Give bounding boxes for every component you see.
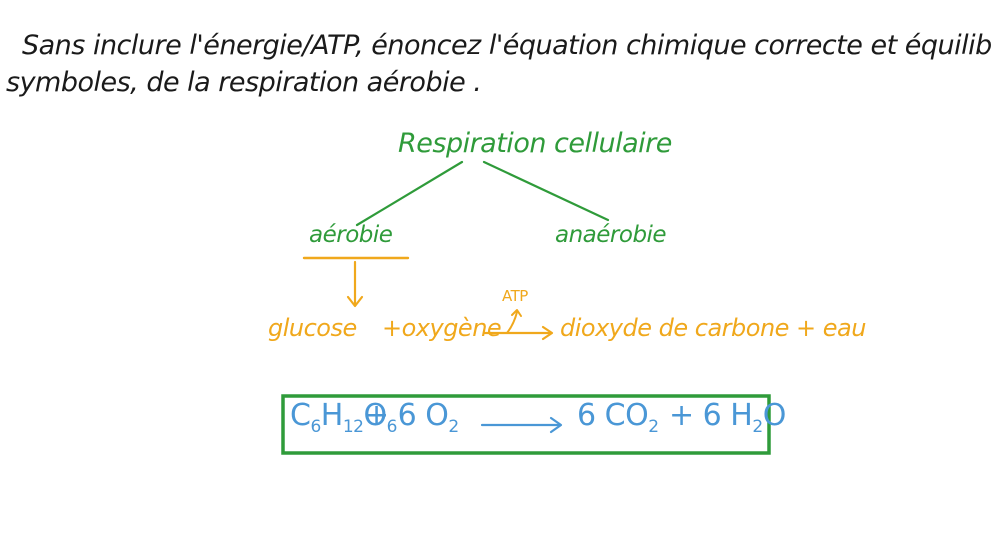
word-reactant-glucose: glucose	[268, 314, 357, 342]
tree-right-label: anaérobie	[555, 222, 667, 248]
symbol-glucose: C6H12O6	[290, 398, 397, 437]
branch-to-aerobic	[355, 160, 464, 227]
symbol-water: + 6 H2O	[669, 398, 786, 437]
word-equation-arrow-icon	[483, 325, 554, 341]
branch-to-anaerobic	[482, 160, 610, 222]
question-text-line-2: symboles, de la respiration aérobie .	[6, 67, 482, 98]
tree-root-label: Respiration cellulaire	[398, 128, 672, 159]
symbol-equation-arrow-icon	[480, 416, 563, 434]
tree-left-label: aérobie	[309, 222, 393, 248]
word-reactant-oxygen: +oxygène	[382, 314, 502, 342]
question-text-line-1: Sans inclure l'énergie/ATP, énoncez l'éq…	[22, 30, 992, 61]
atp-label: ATP	[502, 287, 528, 305]
answer-box	[281, 394, 771, 455]
atp-release-arrow-icon	[506, 309, 522, 334]
down-arrow-icon	[346, 260, 364, 308]
symbol-oxygen: + 6 O2	[364, 398, 459, 437]
word-products: dioxyde de carbone + eau	[560, 314, 866, 342]
symbol-carbon-dioxide: 6 CO2	[577, 398, 659, 437]
